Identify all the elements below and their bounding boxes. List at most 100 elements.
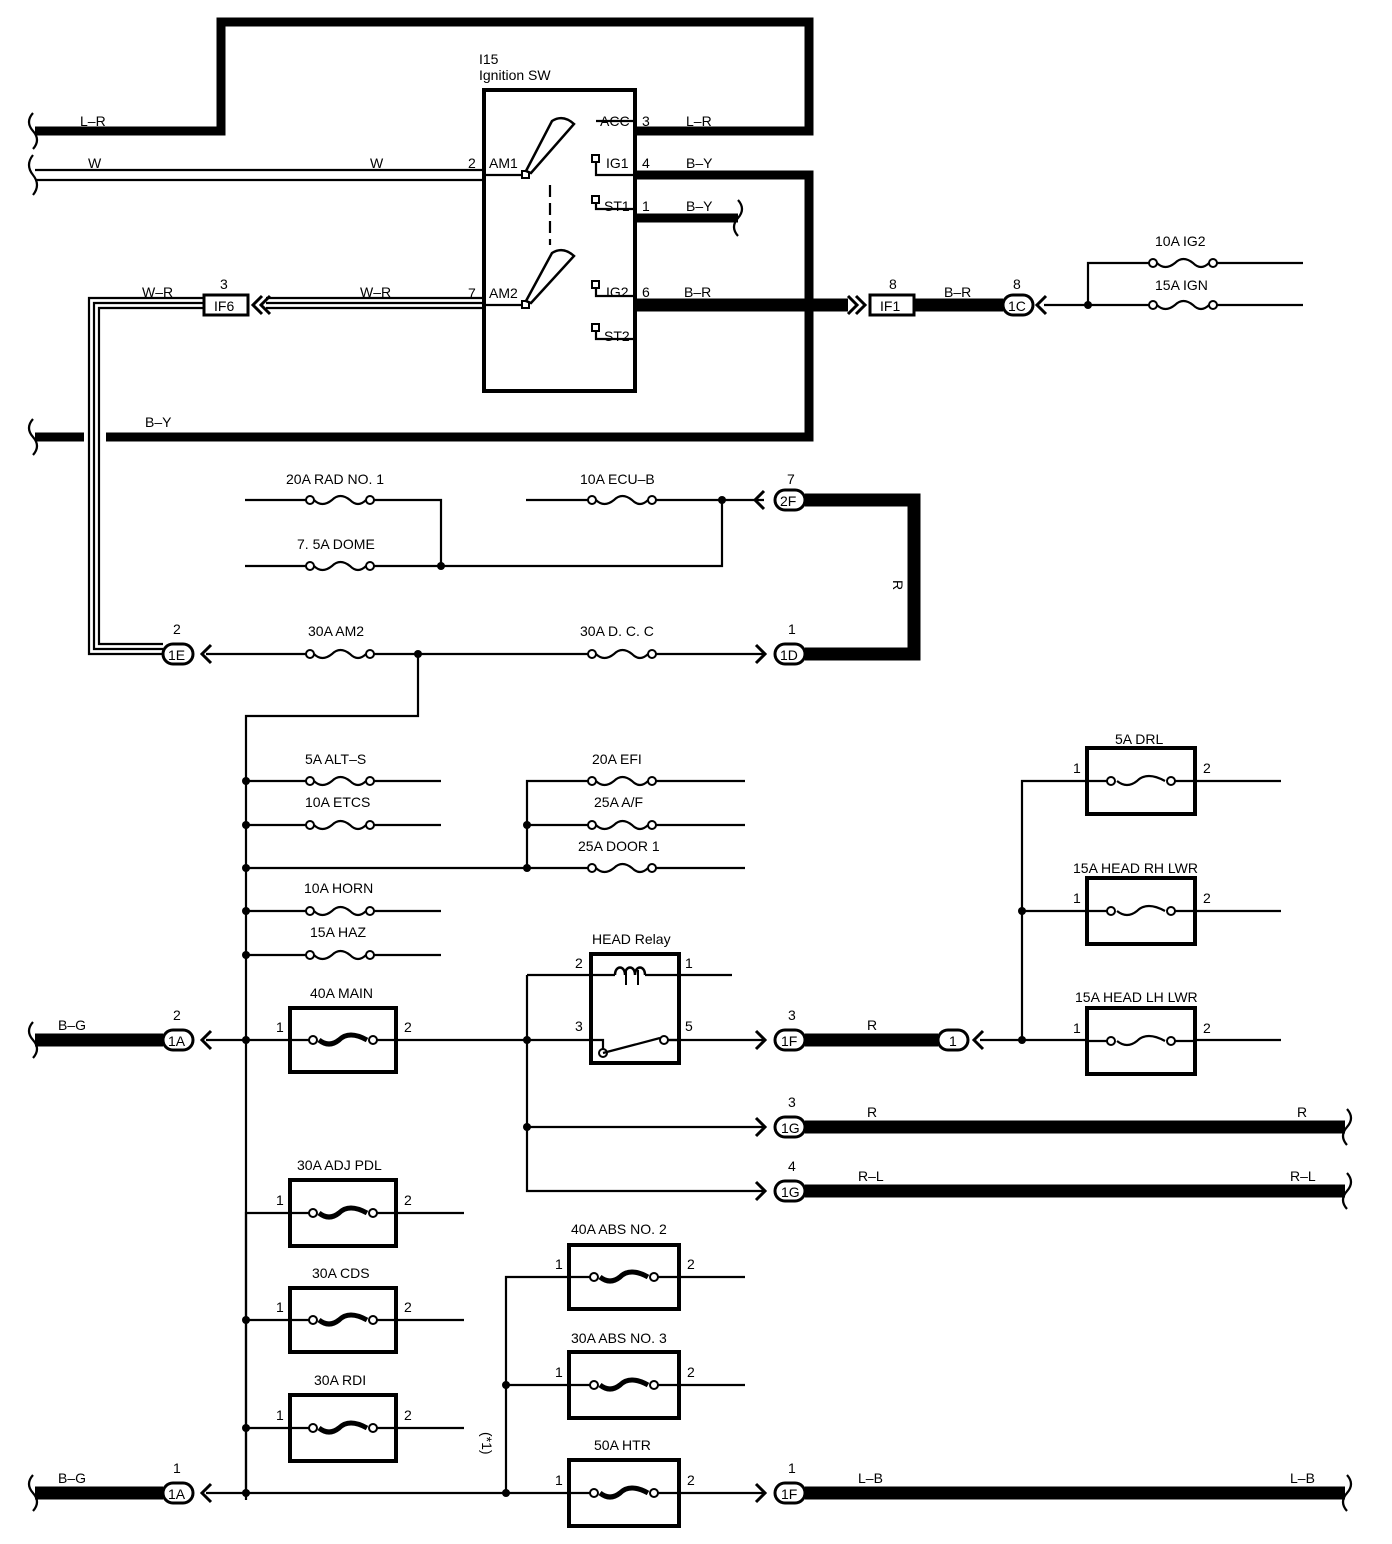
conn-1f-upper-label: 1F (781, 1033, 797, 1049)
fusible-abs2-pin-out: 2 (687, 1256, 695, 1272)
fusible-main-pin-out: 2 (404, 1019, 412, 1035)
fusible-drl-pin-in: 1 (1073, 760, 1081, 776)
wire-lb-left: L–B (858, 1470, 883, 1486)
fusible-drl-pin-out: 2 (1203, 760, 1211, 776)
fuse-dome-label: 7. 5A DOME (297, 536, 375, 552)
term-st1-pin: 1 (642, 198, 650, 214)
conn-if6-pin: 3 (220, 276, 228, 292)
conn-1a-lower-pin: 1 (173, 1460, 181, 1476)
fusible-cds-pin-out: 2 (404, 1299, 412, 1315)
wire-rl-right: R–L (1290, 1168, 1316, 1184)
conn-1f-lower-label: 1F (781, 1486, 797, 1502)
conn-1f-lower-pin: 1 (788, 1460, 796, 1476)
fusible-cds-pin-in: 1 (276, 1299, 284, 1315)
fusible-cds: 30A CDS 1 2 (276, 1265, 412, 1354)
fusible-adjpdl-label: 30A ADJ PDL (297, 1157, 382, 1173)
fuse-am2-label: 30A AM2 (308, 623, 364, 639)
fuse-am2: 30A AM2 (305, 623, 375, 660)
relay-pin-5: 5 (685, 1018, 693, 1034)
fusible-abs3-pin-out: 2 (687, 1364, 695, 1380)
fuse-dcc-label: 30A D. C. C (580, 623, 654, 639)
fusible-adjpdl-pin-in: 1 (276, 1192, 284, 1208)
fusible-cds-label: 30A CDS (312, 1265, 370, 1281)
wire-wr-mid: W–R (360, 284, 391, 300)
term-ig1-label: IG1 (606, 155, 629, 171)
fusible-abs3-label: 30A ABS NO. 3 (571, 1330, 667, 1346)
fusible-htr-pin-in: 1 (555, 1472, 563, 1488)
wire-rl-left: R–L (858, 1168, 884, 1184)
wire-by-ig1: B–Y (686, 155, 713, 171)
term-am1-label: AM1 (489, 155, 518, 171)
conn-if1-pin: 8 (889, 276, 897, 292)
fusible-abs3-pin-in: 1 (555, 1364, 563, 1380)
term-am2-label: AM2 (489, 285, 518, 301)
fuse-ecub: 10A ECU–B (580, 471, 657, 506)
relay-pin-3: 3 (575, 1018, 583, 1034)
fuse-alts: 5A ALT–S (305, 751, 375, 787)
lower-section: B–G 1A 1 (*1) 1F 1 L–B L–B (35, 1211, 1345, 1505)
top-wiring: L–R L–R W W B–Y B–Y B–Y W–R W–R IF6 3 B–… (35, 17, 1303, 656)
conn-2f-label: 2F (780, 493, 796, 509)
term-am1-pin: 2 (468, 155, 476, 171)
term-ig2-pin: 6 (642, 284, 650, 300)
wire-by-st1: B–Y (686, 198, 713, 214)
ignition-switch-id: I15 (479, 51, 499, 67)
fuse-ign-label: 15A IGN (1155, 277, 1208, 293)
fusible-abs2-pin-in: 1 (555, 1256, 563, 1272)
main-section: B–G 1A 2 HEAD Relay 2 1 3 5 1F 3 R 1 (35, 779, 1345, 1203)
fuse-haz: 15A HAZ (305, 924, 375, 961)
relay-pin-1: 1 (685, 955, 693, 971)
fuse-rad1: 20A RAD NO. 1 (286, 471, 384, 506)
fusible-headrh-pin-in: 1 (1073, 890, 1081, 906)
conn-1g-3-label: 1G (781, 1120, 800, 1136)
wire-wr-left: W–R (142, 284, 173, 300)
fuse-door1: 25A DOOR 1 (578, 838, 660, 874)
fusible-htr: 50A HTR 1 2 (555, 1437, 695, 1528)
term-ig2-label: IG2 (606, 284, 629, 300)
conn-1e-pin: 2 (173, 621, 181, 637)
conn-1g-4-pin: 4 (788, 1158, 796, 1174)
fuse-af: 25A A/F (587, 794, 657, 831)
wire-w-left: W (88, 155, 102, 171)
fuse-layer: 10A IG2 15A IGN 20A RAD NO. 1 7. 5A DOME 10A… (276, 233, 1218, 1528)
wire-r-1f: R (867, 1017, 877, 1033)
fusible-headlh-pin-in: 1 (1073, 1020, 1081, 1036)
conn-1e-label: 1E (168, 647, 185, 663)
conn-1a-upper-pin: 2 (173, 1007, 181, 1023)
fuse-rad1-label: 20A RAD NO. 1 (286, 471, 384, 487)
conn-1g-4-label: 1G (781, 1184, 800, 1200)
fusible-drl-label: 5A DRL (1115, 731, 1163, 747)
fuse-alts-label: 5A ALT–S (305, 751, 366, 767)
fusible-rdi-label: 30A RDI (314, 1372, 366, 1388)
fusible-htr-pin-out: 2 (687, 1472, 695, 1488)
wire-lr-left: L–R (80, 113, 106, 129)
relay-pin-2: 2 (575, 955, 583, 971)
wire-br-ig2: B–R (684, 284, 711, 300)
fusible-htr-label: 50A HTR (594, 1437, 651, 1453)
term-st1-label: ST1 (604, 198, 630, 214)
fusible-headlh-label: 15A HEAD LH LWR (1075, 989, 1198, 1005)
wire-br-if1: B–R (944, 284, 971, 300)
conn-2f-pin: 7 (787, 471, 795, 487)
conn-if1-label: IF1 (880, 298, 900, 314)
wire-r-vertical: R (890, 580, 906, 590)
fusible-abs3: 30A ABS NO. 3 1 2 (555, 1330, 695, 1420)
note-star1: (*1) (479, 1432, 495, 1455)
conn-inline-1-label: 1 (949, 1033, 957, 1049)
wire-by-bus: B–Y (145, 414, 172, 430)
fuse-door1-label: 25A DOOR 1 (578, 838, 660, 854)
conn-1c-label: 1C (1008, 298, 1026, 314)
ignition-switch: I15 Ignition SW AM1 2 AM2 7 ACC 3 IG1 4 … (468, 51, 650, 393)
ignition-switch-name: Ignition SW (479, 67, 551, 83)
fuse-ig2-label: 10A IG2 (1155, 233, 1206, 249)
fusible-headrh-pin-out: 2 (1203, 890, 1211, 906)
conn-1a-upper-label: 1A (168, 1033, 186, 1049)
term-acc-label: ACC (600, 113, 630, 129)
fuse-etcs: 10A ETCS (305, 794, 375, 831)
fusible-drl: 5A DRL 1 2 (1073, 731, 1211, 816)
